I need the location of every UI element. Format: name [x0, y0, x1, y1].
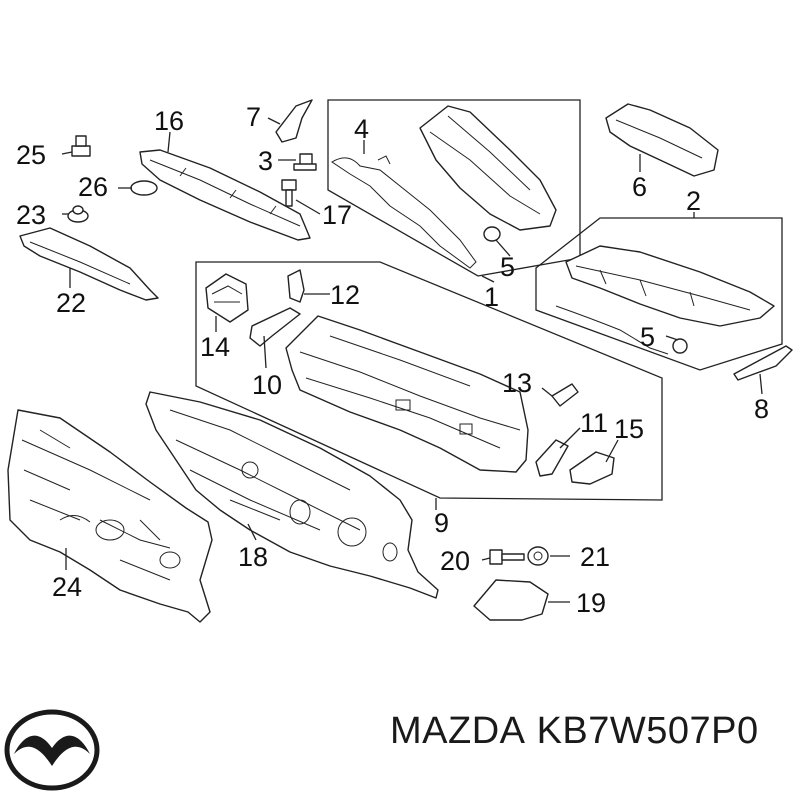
callout-1: 1 [484, 282, 499, 312]
callout-18: 18 [238, 542, 268, 572]
callout-21: 21 [580, 542, 610, 572]
part-16-reinforcement [139, 149, 311, 241]
part-26-clip [130, 180, 158, 196]
callout-15: 15 [614, 414, 644, 444]
callout-11: 11 [580, 408, 608, 438]
part-11-bracket [535, 439, 569, 477]
brand-name: MAZDA [390, 710, 526, 752]
part-25-clip [71, 135, 91, 157]
callout-20: 20 [440, 546, 470, 576]
callout-4: 4 [354, 114, 369, 144]
callout-19: 19 [576, 588, 606, 618]
callout-24: 24 [52, 572, 82, 602]
callout-26: 26 [78, 172, 108, 202]
part-18-dash-panel [145, 391, 439, 599]
part-20-bolt [489, 549, 525, 565]
mazda-logo-icon [4, 709, 100, 791]
part-5-grommet-a [483, 226, 501, 242]
part-5-grommet-b [672, 338, 688, 354]
leader-lines [61, 117, 763, 603]
part-2-cowl-top [555, 245, 775, 355]
part-8-trim [733, 345, 793, 381]
callout-16: 16 [154, 106, 184, 136]
part-6-bracket [605, 103, 719, 177]
part-17-bolt [281, 179, 297, 207]
callout-5a: 5 [500, 252, 515, 282]
callout-5b: 5 [640, 322, 655, 352]
part-21-nut [527, 546, 549, 566]
part-13-bracket [551, 383, 579, 407]
callout-10: 10 [252, 370, 282, 400]
callout-13: 13 [502, 368, 532, 398]
group-frame-1 [327, 99, 581, 277]
part-1-cowl-top [331, 105, 557, 269]
part-23-nut [67, 205, 89, 223]
callout-25: 25 [16, 140, 46, 170]
callout-23: 23 [16, 200, 46, 230]
part-caption: MAZDA KB7W507P0 [390, 710, 790, 753]
part-3-clip [293, 153, 317, 171]
part-22-seal [19, 227, 159, 301]
part-14-bracket [205, 273, 249, 323]
part-12-bracket [287, 269, 305, 303]
callout-labels: 16 7 4 3 17 25 26 23 22 6 2 5 1 12 14 5 … [16, 102, 769, 618]
part-number: KB7W507P0 [536, 710, 759, 752]
part-10-bracket [249, 307, 301, 347]
callout-8: 8 [754, 394, 769, 424]
part-9-cowl-panel [285, 315, 529, 473]
callout-6: 6 [632, 172, 647, 202]
part-24-dash-insulator [7, 409, 213, 623]
callout-3: 3 [258, 146, 273, 176]
group-frame-2 [535, 217, 783, 371]
callout-9: 9 [434, 508, 449, 538]
callout-17: 17 [322, 200, 352, 230]
callout-7: 7 [246, 102, 261, 132]
part-19-bracket [473, 579, 549, 621]
part-15-bracket [569, 451, 615, 485]
callout-22: 22 [56, 288, 86, 318]
callout-12: 12 [330, 280, 360, 310]
callout-14: 14 [200, 332, 230, 362]
group-frame-9 [195, 261, 663, 501]
callout-2: 2 [686, 186, 701, 216]
part-7-trim [275, 99, 313, 143]
